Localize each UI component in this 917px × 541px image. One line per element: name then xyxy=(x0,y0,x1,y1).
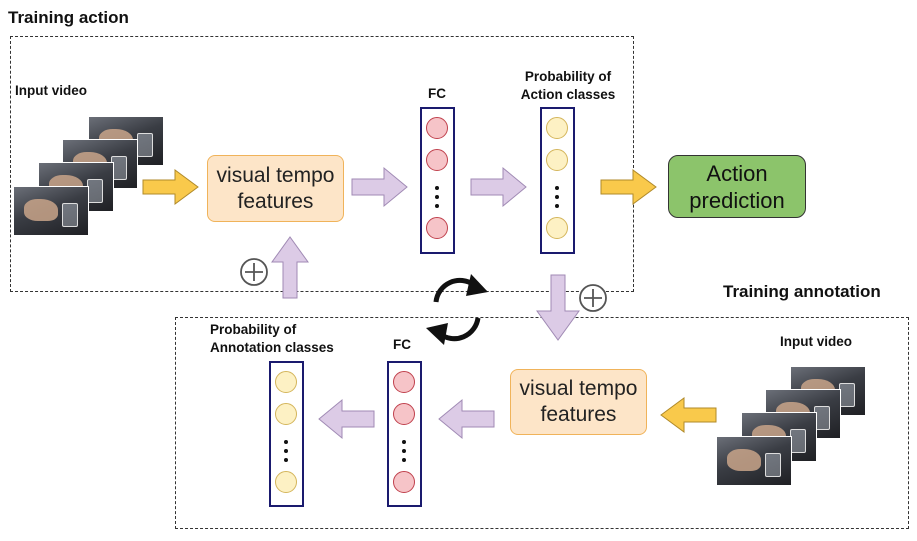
bottom-input-video-label: Input video xyxy=(780,334,852,349)
fc-node xyxy=(393,471,415,493)
top-visual-tempo-features: visual tempo features xyxy=(207,155,344,222)
bottom-fc-column xyxy=(387,361,422,507)
bottom-prob-label: Probability of Annotation classes xyxy=(210,321,334,357)
video-frame xyxy=(716,436,792,486)
prob-node xyxy=(546,217,568,239)
training-action-title: Training action xyxy=(8,8,129,27)
bottom-prob-label-line1: Probability of xyxy=(210,322,297,337)
lavender-arrow-right xyxy=(351,166,408,208)
bottom-features-text: visual tempo features xyxy=(519,377,638,426)
training-annotation-title: Training annotation xyxy=(723,282,881,301)
fc-node xyxy=(393,371,415,393)
bottom-fc-label: FC xyxy=(393,337,411,352)
top-features-text: visual tempo features xyxy=(216,163,335,213)
bottom-visual-tempo-features: visual tempo features xyxy=(510,369,647,435)
fc-node xyxy=(393,403,415,425)
top-fc-column xyxy=(420,107,455,254)
prob-node xyxy=(275,371,297,393)
top-input-video-label: Input video xyxy=(15,83,87,98)
yellow-arrow-right xyxy=(600,169,657,205)
yellow-arrow-left xyxy=(660,397,717,433)
lavender-arrow-down xyxy=(536,274,580,341)
top-prob-label-line1: Probability of xyxy=(524,69,612,84)
prob-node xyxy=(275,471,297,493)
cycle-arrows-icon xyxy=(426,274,488,345)
yellow-arrow-right xyxy=(142,169,199,205)
top-prob-label-line2: Action classes xyxy=(520,87,616,102)
ellipsis-dots xyxy=(402,440,406,467)
ellipsis-dots xyxy=(284,440,288,467)
top-fc-label: FC xyxy=(428,86,446,101)
action-prediction-text: Action prediction xyxy=(689,160,785,213)
lavender-arrow-left xyxy=(438,398,495,440)
lavender-arrow-left xyxy=(318,398,375,440)
training-action-region xyxy=(10,36,634,292)
ellipsis-dots xyxy=(435,186,439,213)
fc-node xyxy=(426,149,448,171)
top-prob-label: Probability of Action classes xyxy=(513,68,623,104)
action-prediction-box: Action prediction xyxy=(668,155,806,218)
video-frame xyxy=(13,186,89,236)
prob-node xyxy=(546,117,568,139)
sum-icon xyxy=(240,258,268,286)
lavender-arrow-right xyxy=(470,166,527,208)
ellipsis-dots xyxy=(555,186,559,213)
fc-node xyxy=(426,117,448,139)
prob-node xyxy=(275,403,297,425)
fc-node xyxy=(426,217,448,239)
bottom-prob-label-line2: Annotation classes xyxy=(210,340,334,355)
prob-node xyxy=(546,149,568,171)
bottom-prob-column xyxy=(269,361,304,507)
lavender-arrow-up xyxy=(271,236,309,299)
top-prob-column xyxy=(540,107,575,254)
sum-icon xyxy=(579,284,607,312)
